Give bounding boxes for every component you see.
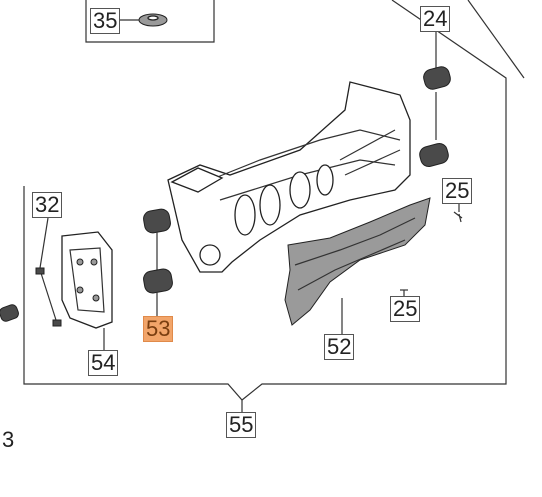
label-53: 53 — [143, 316, 174, 342]
label-35: 35 — [90, 8, 121, 34]
plate-54 — [61, 231, 113, 350]
cover-52 — [284, 197, 431, 336]
assembly-frame — [23, 0, 507, 401]
label-32: 32 — [32, 192, 63, 218]
label-25-upper: 25 — [442, 178, 473, 204]
washer-35 — [120, 13, 168, 27]
label-24: 24 — [420, 6, 451, 32]
spring-53-lower — [143, 268, 173, 316]
label-55: 55 — [226, 412, 257, 438]
label-54: 54 — [88, 350, 119, 376]
label-25-lower: 25 — [390, 296, 421, 322]
screws-32 — [35, 217, 62, 327]
edge-spring-left — [0, 304, 19, 322]
spring-24-upper — [423, 30, 451, 140]
top-inset-frame — [85, 0, 215, 43]
label-52: 52 — [324, 334, 355, 360]
spring-24-lower — [419, 143, 449, 167]
label-edge-left: 3 — [2, 427, 15, 452]
spring-53-upper — [143, 208, 171, 270]
frame-corner-line — [467, 0, 525, 79]
main-housing — [167, 81, 411, 273]
